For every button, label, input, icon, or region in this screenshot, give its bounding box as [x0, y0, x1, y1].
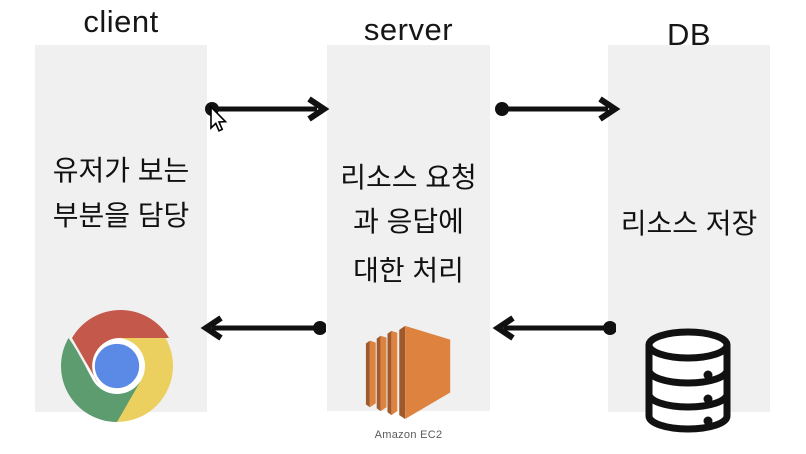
arrow-server-to-db — [495, 96, 621, 122]
server-description-line: 리소스 요청 — [340, 162, 477, 193]
arrow-db-to-server — [492, 315, 616, 341]
client-description: 유저가 보는 부분을 담당 — [30, 148, 212, 238]
client-description-line: 유저가 보는 — [52, 155, 190, 186]
arrow-server-to-client — [200, 315, 326, 341]
client-description-line: 부분을 담당 — [52, 200, 190, 231]
db-description-line: 리소스 저장 — [620, 208, 758, 239]
amazon-ec2-caption: Amazon EC2 — [374, 429, 443, 441]
mouse-cursor-icon — [210, 105, 228, 132]
client-column-title: client — [83, 4, 159, 39]
db-description: 리소스 저장 — [603, 201, 775, 246]
server-description: 리소스 요청 과 응답에 대한 처리 — [322, 156, 495, 293]
amazon-ec2-icon — [365, 325, 451, 420]
database-cylinder-icon — [645, 328, 731, 433]
server-description-line: 과 응답에 — [353, 206, 464, 237]
server-description-line: 대한 처리 — [353, 255, 464, 286]
server-column-title: server — [363, 12, 454, 47]
chrome-browser-logo-icon — [61, 310, 173, 422]
